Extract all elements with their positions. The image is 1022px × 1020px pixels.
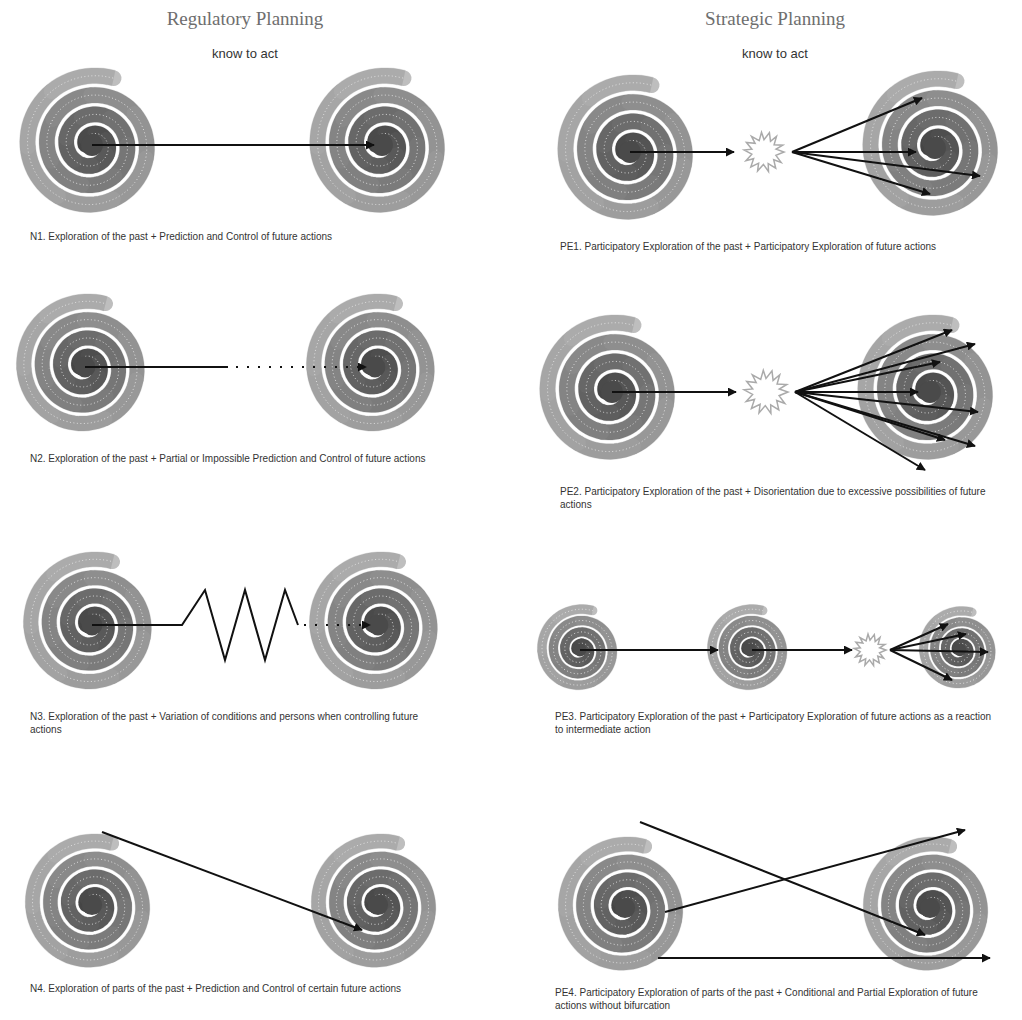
column-heading: Strategic Planning xyxy=(625,8,925,30)
caption-text: N1. Exploration of the past + Prediction… xyxy=(30,230,450,243)
spiral-figure xyxy=(314,301,427,423)
arrow-line xyxy=(792,98,922,152)
spiral-figure xyxy=(866,323,985,452)
spiral-figure xyxy=(871,844,981,963)
arrow-line xyxy=(795,391,918,393)
dotted-line xyxy=(236,366,366,368)
arrow-line xyxy=(92,144,374,146)
spiral-figure xyxy=(31,559,144,681)
arrow-line xyxy=(752,649,852,651)
arrow-line xyxy=(85,366,228,368)
arrow-line xyxy=(890,634,966,650)
caption-text: PE1. Participatory Exploration of the pa… xyxy=(560,240,1000,253)
arrow-line xyxy=(795,330,952,392)
arrow-line xyxy=(640,822,925,935)
arrow-line xyxy=(795,362,940,392)
dotted-line xyxy=(304,624,370,626)
burst-symbol xyxy=(744,370,788,413)
spiral-figure xyxy=(33,841,143,960)
spiral-figure xyxy=(317,559,430,681)
spiral-figure xyxy=(712,609,782,685)
caption-text: N4. Exploration of parts of the past + P… xyxy=(30,982,450,995)
spiral-figure xyxy=(566,83,685,212)
zigzag-line xyxy=(92,590,298,660)
caption-text: PE2. Participatory Exploration of the pa… xyxy=(560,485,1000,511)
spiral-figure xyxy=(871,79,990,208)
spiral-figure xyxy=(924,611,991,684)
arrow-line xyxy=(665,830,965,912)
arrow-line xyxy=(792,152,980,176)
column-subtitle: know to act xyxy=(145,46,345,61)
burst-symbol xyxy=(854,634,886,666)
spiral-figure xyxy=(24,301,137,423)
arrow-line xyxy=(102,832,362,930)
arrow-line xyxy=(792,151,916,153)
column-heading: Regulatory Planning xyxy=(95,8,395,30)
column-subtitle: know to act xyxy=(675,46,875,61)
spiral-figure xyxy=(28,76,147,205)
arrow-line xyxy=(890,650,988,652)
arrow-line xyxy=(795,392,925,470)
spiral-figure xyxy=(318,76,437,205)
arrow-line xyxy=(795,344,975,392)
spiral-figure xyxy=(566,844,676,963)
arrow-line xyxy=(630,151,734,153)
caption-text: N2. Exploration of the past + Partial or… xyxy=(30,452,450,465)
arrow-line xyxy=(890,650,952,680)
arrow-line xyxy=(658,957,990,959)
spiral-figure xyxy=(542,609,612,685)
spiral-figure xyxy=(548,323,667,452)
spiral-figure xyxy=(319,841,429,960)
arrow-line xyxy=(580,649,718,651)
burst-symbol xyxy=(744,132,784,171)
caption-text: PE3. Participatory Exploration of the pa… xyxy=(555,710,1000,736)
caption-text: N3. Exploration of the past + Variation … xyxy=(30,710,450,736)
arrow-line xyxy=(890,624,948,650)
caption-text: PE4. Participatory Exploration of parts … xyxy=(555,986,1010,1012)
arrow-line xyxy=(795,392,975,446)
arrow-line xyxy=(612,391,736,393)
arrow-line xyxy=(792,152,930,194)
